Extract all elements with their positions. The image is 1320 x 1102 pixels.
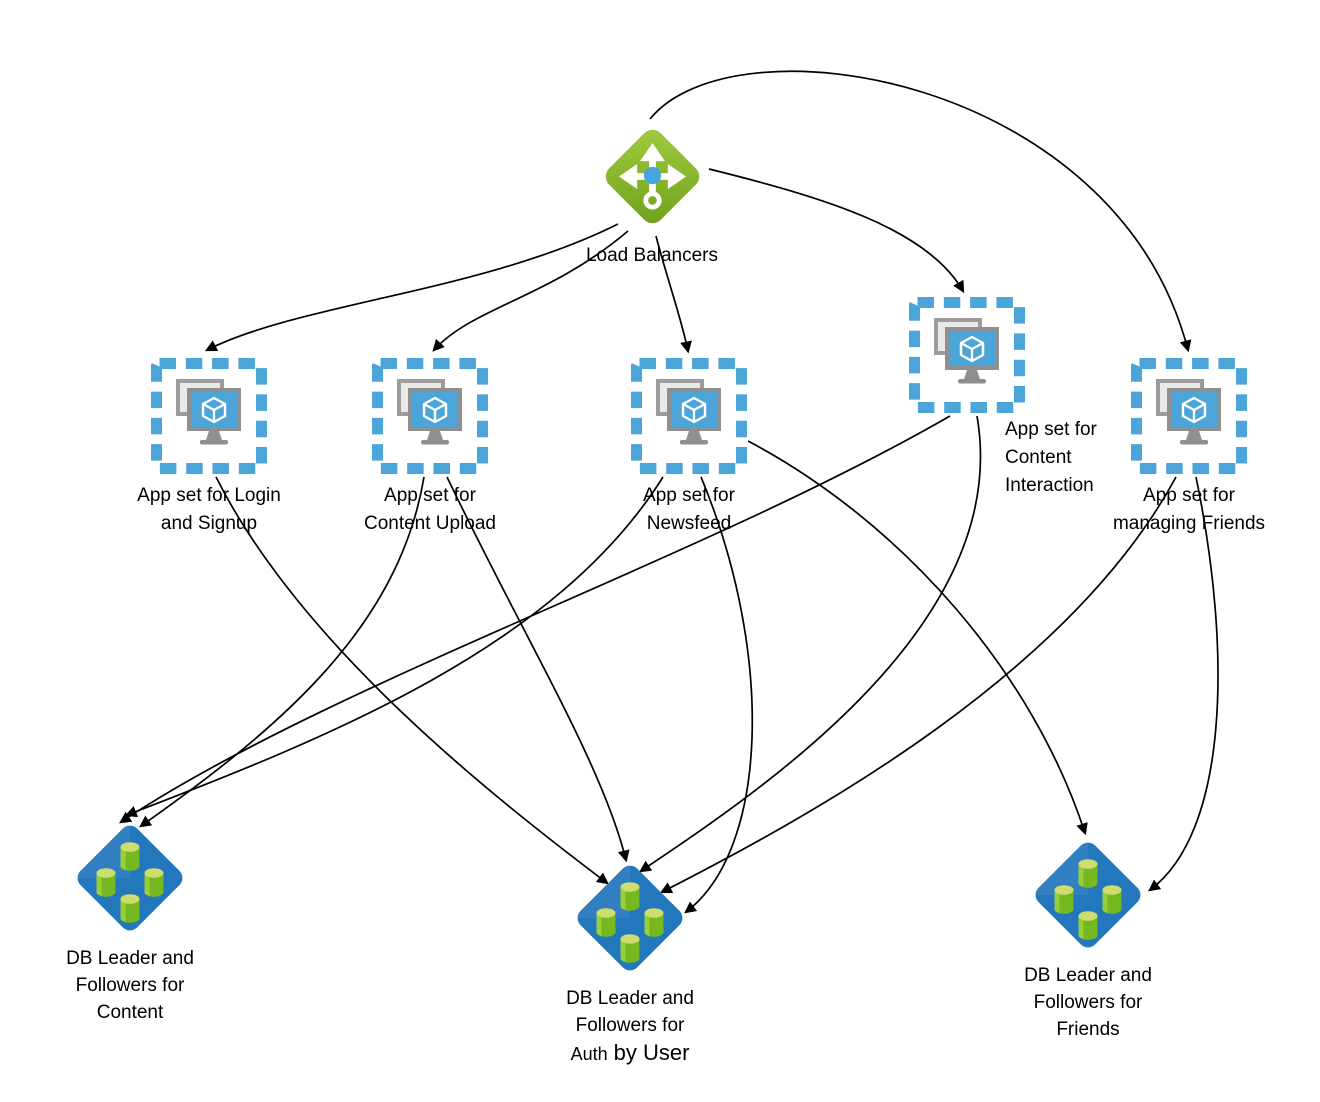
label-line: Content: [1005, 447, 1072, 468]
node-label: App set for Content Upload: [364, 482, 496, 538]
node-label: Load Balancers: [586, 242, 718, 270]
node-app-content-upload: App set for Content Upload: [340, 357, 520, 538]
node-load-balancers: Load Balancers: [572, 118, 732, 270]
label-line-part: Auth: [570, 1044, 608, 1064]
label-line: Followers for: [75, 975, 185, 996]
database-cluster-icon: [1028, 835, 1148, 955]
edge-app-newsfeed--db-content: [124, 476, 664, 818]
edge-app-content-interaction--db-auth: [639, 415, 982, 873]
database-cluster-icon: [570, 858, 690, 978]
label-line: Load Balancers: [585, 245, 719, 266]
node-db-friends: DB Leader and Followers for Friends: [1008, 835, 1168, 1043]
load-balancer-icon: [595, 118, 710, 235]
node-label: App set for Content Interaction: [1005, 416, 1097, 500]
label-line: App set for Login: [137, 485, 281, 506]
label-line: App set for: [1005, 419, 1097, 440]
label-line: Followers for: [1033, 992, 1143, 1013]
edge-load-balancers--app-content-upload: [432, 230, 629, 352]
edge-load-balancers--app-newsfeed: [655, 235, 692, 354]
edge-app-newsfeed--db-auth: [684, 476, 754, 914]
label-line: Followers for: [575, 1015, 685, 1036]
edge-load-balancers--app-managing-friends: [649, 70, 1192, 353]
label-line: App set for: [1143, 485, 1235, 506]
node-db-content: DB Leader and Followers for Content: [50, 818, 210, 1026]
vm-scale-set-icon: [1130, 357, 1248, 475]
edge-app-login-signup--db-auth: [215, 476, 609, 885]
vm-scale-set-icon: [630, 357, 748, 475]
label-line: Friends: [1056, 1019, 1120, 1040]
node-label: App set for Newsfeed: [643, 482, 735, 538]
label-line: DB Leader and: [566, 988, 694, 1009]
label-line: Interaction: [1005, 475, 1094, 496]
node-app-managing-friends: App set for managing Friends: [1094, 357, 1284, 538]
vm-scale-set-icon: [908, 296, 1026, 414]
edge-app-content-interaction--db-content: [119, 415, 951, 824]
edge-load-balancers--app-login-signup: [204, 223, 619, 352]
label-line-part: by User: [613, 1040, 690, 1065]
node-label: App set for Login and Signup: [137, 482, 281, 538]
edge-app-newsfeed--db-friends: [747, 440, 1088, 836]
edge-load-balancers--app-content-interaction: [708, 168, 965, 294]
node-app-newsfeed: App set for Newsfeed: [599, 357, 779, 538]
label-line: DB Leader and: [1024, 965, 1152, 986]
node-label: App set for managing Friends: [1113, 482, 1265, 538]
label-line: managing Friends: [1112, 513, 1266, 534]
edge-app-content-upload--db-content: [139, 476, 425, 828]
edge-app-managing-friends--db-friends: [1148, 476, 1219, 892]
database-cluster-icon: [70, 818, 190, 938]
vm-scale-set-icon: [371, 357, 489, 475]
node-label: DB Leader and Followers for Friends: [1024, 962, 1152, 1043]
label-line: Content: [96, 1002, 164, 1023]
label-line: Newsfeed: [646, 513, 732, 534]
edge-app-managing-friends--db-auth: [659, 476, 1177, 894]
node-app-content-interaction: App set for Content Interaction: [908, 296, 1148, 500]
label-line: App set for: [384, 485, 476, 506]
label-line: and Signup: [160, 513, 258, 534]
label-line: DB Leader and: [66, 948, 194, 969]
node-app-login-signup: App set for Login and Signup: [119, 357, 299, 538]
node-label: DB Leader and Followers for Content: [66, 945, 194, 1026]
label-line: Content Upload: [363, 513, 497, 534]
vm-scale-set-icon: [150, 357, 268, 475]
edge-app-content-upload--db-auth: [446, 476, 630, 863]
label-line: App set for: [643, 485, 735, 506]
